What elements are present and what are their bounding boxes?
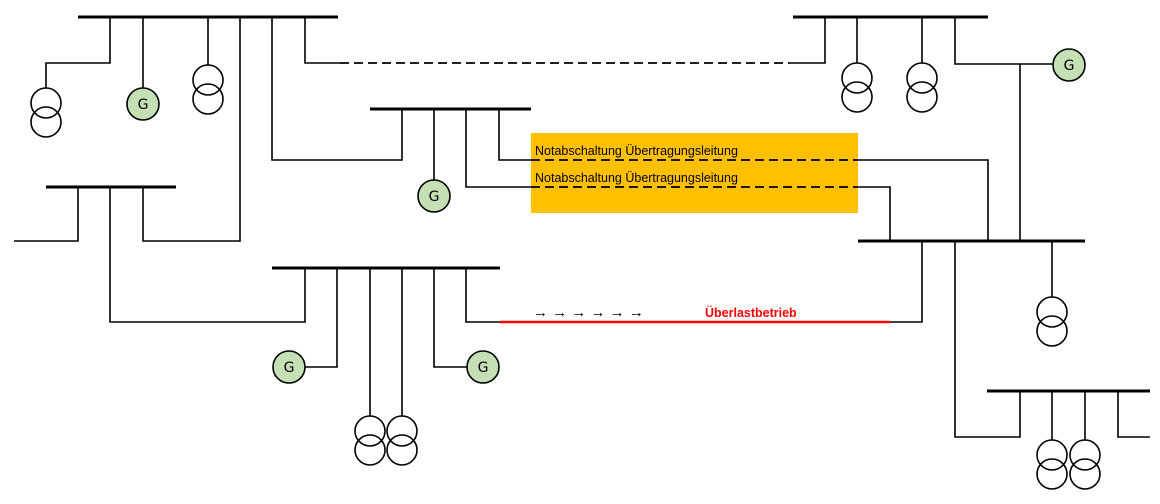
- generator-circle: [126, 87, 160, 121]
- line: [433, 268, 467, 368]
- shutdown-label-1: Notabschaltung Übertragungsleitung: [535, 144, 738, 158]
- transformer-icon: [1036, 296, 1068, 347]
- transformer-winding: [1036, 439, 1068, 471]
- generator-circle: [272, 350, 306, 384]
- line: [14, 187, 79, 242]
- transformer-winding: [386, 415, 418, 447]
- generator-circle: [466, 350, 500, 384]
- transformer-winding: [841, 62, 873, 94]
- overload-label: Überlastbetrieb: [705, 305, 797, 320]
- line: [271, 17, 403, 161]
- transformer-winding: [906, 81, 938, 113]
- transformer-icon: [192, 64, 224, 115]
- transformer-winding: [30, 87, 62, 119]
- line: [954, 241, 1021, 438]
- generator-label: G: [478, 360, 489, 376]
- emergency-shutdown-highlight: [531, 133, 858, 213]
- transformer-winding: [354, 415, 386, 447]
- line: [790, 17, 826, 64]
- line: [858, 159, 989, 241]
- transformer-icon: [1069, 439, 1101, 490]
- transformer-winding: [192, 83, 224, 115]
- transformer-winding: [906, 62, 938, 94]
- transformer-winding: [1036, 296, 1068, 328]
- line: [304, 17, 340, 64]
- line: [1117, 391, 1150, 438]
- transformer-icon: [841, 62, 873, 113]
- line: [109, 187, 306, 323]
- transformer-icon: [386, 415, 418, 466]
- flow-arrows: → → → → → →: [533, 304, 644, 321]
- generator-label: G: [1064, 58, 1075, 74]
- generator-icon: G: [272, 350, 306, 384]
- generator-label: G: [284, 360, 295, 376]
- transformer-winding: [1069, 439, 1101, 471]
- generator-circle: [1052, 48, 1086, 82]
- line: [498, 109, 531, 161]
- generators: G G G G G: [126, 48, 1086, 384]
- line: [858, 186, 891, 241]
- line: [465, 268, 500, 323]
- generator-circle: [417, 179, 451, 213]
- transformer-winding: [30, 106, 62, 138]
- transformers: [30, 62, 1101, 490]
- transformer-icon: [30, 87, 62, 138]
- line: [954, 17, 1053, 65]
- transformer-icon: [354, 415, 386, 466]
- transformer-icon: [1036, 439, 1068, 490]
- line: [45, 17, 111, 88]
- line: [890, 241, 923, 323]
- transformer-winding: [386, 434, 418, 466]
- generator-icon: G: [466, 350, 500, 384]
- generator-label: G: [138, 97, 149, 113]
- line: [465, 109, 531, 188]
- line: [305, 268, 338, 368]
- generator-icon: G: [417, 179, 451, 213]
- transformer-winding: [354, 434, 386, 466]
- busbars: [46, 15, 1150, 393]
- generator-icon: G: [126, 87, 160, 121]
- transmission-lines: [14, 17, 1150, 440]
- line: [142, 17, 241, 242]
- shutdown-label-2: Notabschaltung Übertragungsleitung: [535, 171, 738, 185]
- transformer-winding: [1036, 315, 1068, 347]
- generator-icon: G: [1052, 48, 1086, 82]
- transformer-winding: [1069, 458, 1101, 490]
- transformer-winding: [192, 64, 224, 96]
- transformer-winding: [1036, 458, 1068, 490]
- transformer-icon: [906, 62, 938, 113]
- transformer-winding: [841, 81, 873, 113]
- generator-label: G: [429, 189, 440, 205]
